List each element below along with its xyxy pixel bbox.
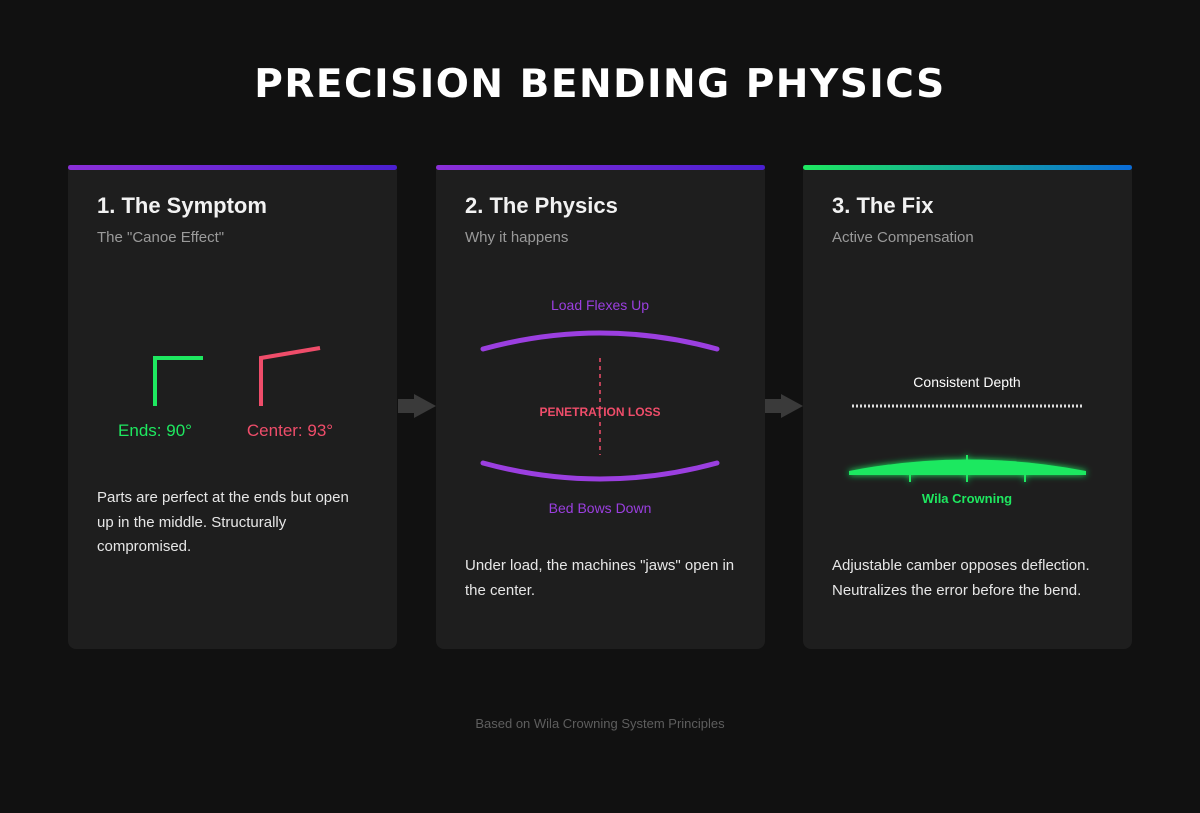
- card-body: Under load, the machines "jaws" open in …: [465, 557, 735, 599]
- card-accent-bar: [68, 165, 397, 170]
- center-angle-bracket: [259, 346, 321, 406]
- wila-crowning-label: Wila Crowning: [922, 491, 1012, 506]
- ends-angle-label: Ends: 90°: [118, 421, 192, 440]
- footer-note: Based on Wila Crowning System Principles: [475, 716, 725, 731]
- card-body: Adjustable camber opposes deflection. Ne…: [832, 557, 1090, 599]
- center-angle-label: Center: 93°: [247, 421, 333, 440]
- card-fix: 3. The Fix Active Compensation Consisten…: [803, 165, 1132, 649]
- card-title: 2. The Physics: [465, 193, 618, 218]
- bed-bows-label: Bed Bows Down: [549, 500, 652, 516]
- flow-arrow-icon: [765, 394, 803, 418]
- crowning-illustration: Consistent Depth Wila Crowning: [849, 374, 1086, 506]
- penetration-loss-label: PENETRATION LOSS: [539, 405, 660, 419]
- bed-beam-curve: [480, 460, 720, 482]
- load-flexes-label: Load Flexes Up: [551, 297, 649, 313]
- deflection-illustration: Load Flexes Up PENETRATION LOSS Bed Bows…: [480, 297, 720, 516]
- ends-angle-bracket: [153, 356, 203, 406]
- card-title: 3. The Fix: [832, 193, 934, 218]
- crowning-beam: [849, 455, 1086, 482]
- page-title: PRECISION BENDING PHYSICS: [254, 62, 946, 107]
- angle-illustration: Ends: 90° Center: 93°: [118, 346, 333, 440]
- card-physics: 2. The Physics Why it happens Load Flexe…: [436, 165, 765, 649]
- card-accent-bar: [436, 165, 765, 170]
- card-symptom: 1. The Symptom The "Canoe Effect" Ends: …: [68, 165, 397, 649]
- flow-arrow-icon: [398, 394, 436, 418]
- card-subtitle: The "Canoe Effect": [97, 229, 225, 246]
- card-subtitle: Active Compensation: [832, 229, 974, 246]
- consistent-depth-label: Consistent Depth: [913, 374, 1020, 390]
- ram-beam-curve: [480, 330, 720, 352]
- card-body: Parts are perfect at the ends but open u…: [97, 489, 349, 555]
- card-title: 1. The Symptom: [97, 193, 267, 218]
- card-accent-bar: [803, 165, 1132, 170]
- card-subtitle: Why it happens: [465, 229, 569, 246]
